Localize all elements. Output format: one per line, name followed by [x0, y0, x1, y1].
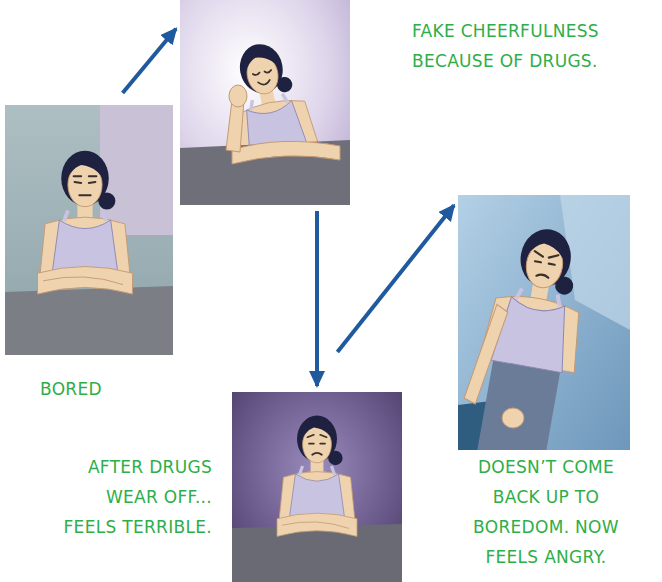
picture-panel: DOESN’T COME BACK UP TO BOREDOM. NOW FEE…: [458, 195, 630, 450]
flow-arrow: [337, 205, 454, 352]
panel-cheerful: [180, 0, 350, 205]
panel-caption: AFTER DRUGS WEAR OFF... FEELS TERRIBLE.: [50, 452, 212, 542]
caption-box: BORED: [40, 374, 160, 404]
picture-panel: AFTER DRUGS WEAR OFF... FEELS TERRIBLE.: [232, 392, 402, 582]
panel-caption: BORED: [40, 374, 160, 404]
panel-caption: DOESN’T COME BACK UP TO BOREDOM. NOW FEE…: [456, 452, 636, 572]
flow-arrow: [123, 29, 176, 93]
panel-angry: [458, 195, 630, 450]
panel-bored: [5, 105, 173, 355]
picture-panel: FAKE CHEERFULNESS BECAUSE OF DRUGS.: [180, 0, 350, 205]
panel-terrible: [232, 392, 402, 582]
picture-panel: BORED: [5, 105, 173, 355]
panel-caption: FAKE CHEERFULNESS BECAUSE OF DRUGS.: [412, 16, 617, 76]
caption-box: AFTER DRUGS WEAR OFF... FEELS TERRIBLE.: [50, 452, 212, 542]
caption-box: FAKE CHEERFULNESS BECAUSE OF DRUGS.: [412, 16, 617, 76]
flow-arrow: [315, 211, 319, 386]
caption-box: DOESN’T COME BACK UP TO BOREDOM. NOW FEE…: [456, 452, 636, 572]
